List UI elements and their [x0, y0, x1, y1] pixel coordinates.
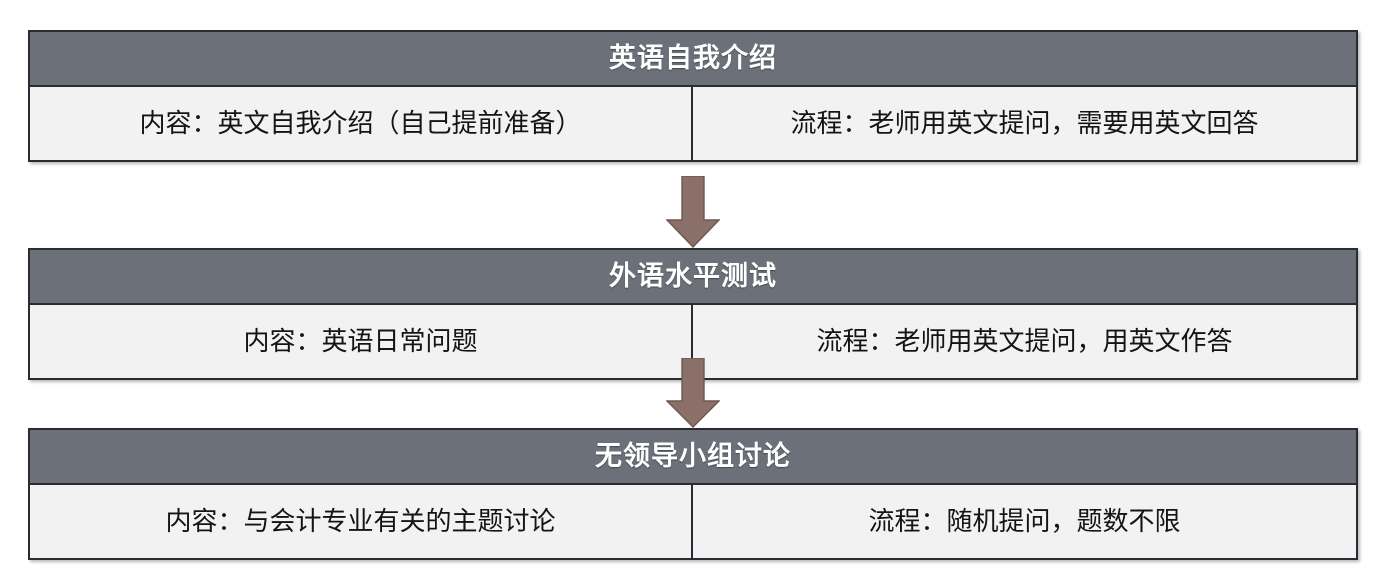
stage-3-content-cell: 内容：与会计专业有关的主题讨论 — [30, 485, 693, 558]
stage-2-content-cell: 内容：英语日常问题 — [30, 305, 693, 378]
stage-3-process-cell: 流程：随机提问，题数不限 — [693, 485, 1356, 558]
stage-3-header: 无领导小组讨论 — [30, 430, 1356, 485]
stage-1-process-text: 流程：老师用英文提问，需要用英文回答 — [790, 107, 1259, 138]
stage-3-content-text: 内容：与会计专业有关的主题讨论 — [165, 505, 556, 536]
flow-stage-3: 无领导小组讨论 内容：与会计专业有关的主题讨论 流程：随机提问，题数不限 — [28, 428, 1358, 560]
stage-3-body: 内容：与会计专业有关的主题讨论 流程：随机提问，题数不限 — [30, 485, 1356, 558]
stage-2-title: 外语水平测试 — [609, 261, 777, 291]
connector-stage2-to-stage3 — [666, 358, 720, 428]
stage-1-title: 英语自我介绍 — [609, 43, 777, 73]
stage-1-header: 英语自我介绍 — [30, 32, 1356, 87]
stage-1-content-text: 内容：英文自我介绍（自己提前准备） — [139, 107, 582, 138]
stage-2-process-cell: 流程：老师用英文提问，用英文作答 — [693, 305, 1356, 378]
down-arrow-icon — [666, 176, 720, 248]
stage-3-title: 无领导小组讨论 — [595, 441, 791, 471]
stage-1-process-cell: 流程：老师用英文提问，需要用英文回答 — [693, 87, 1356, 160]
stage-2-content-text: 内容：英语日常问题 — [243, 325, 478, 356]
stage-2-header: 外语水平测试 — [30, 250, 1356, 305]
stage-1-body: 内容：英文自我介绍（自己提前准备） 流程：老师用英文提问，需要用英文回答 — [30, 87, 1356, 160]
down-arrow-icon — [666, 358, 720, 428]
connector-stage1-to-stage2 — [666, 176, 720, 248]
flow-stage-1: 英语自我介绍 内容：英文自我介绍（自己提前准备） 流程：老师用英文提问，需要用英… — [28, 30, 1358, 162]
stage-1-content-cell: 内容：英文自我介绍（自己提前准备） — [30, 87, 693, 160]
stage-3-process-text: 流程：随机提问，题数不限 — [868, 505, 1181, 536]
stage-2-process-text: 流程：老师用英文提问，用英文作答 — [816, 325, 1233, 356]
